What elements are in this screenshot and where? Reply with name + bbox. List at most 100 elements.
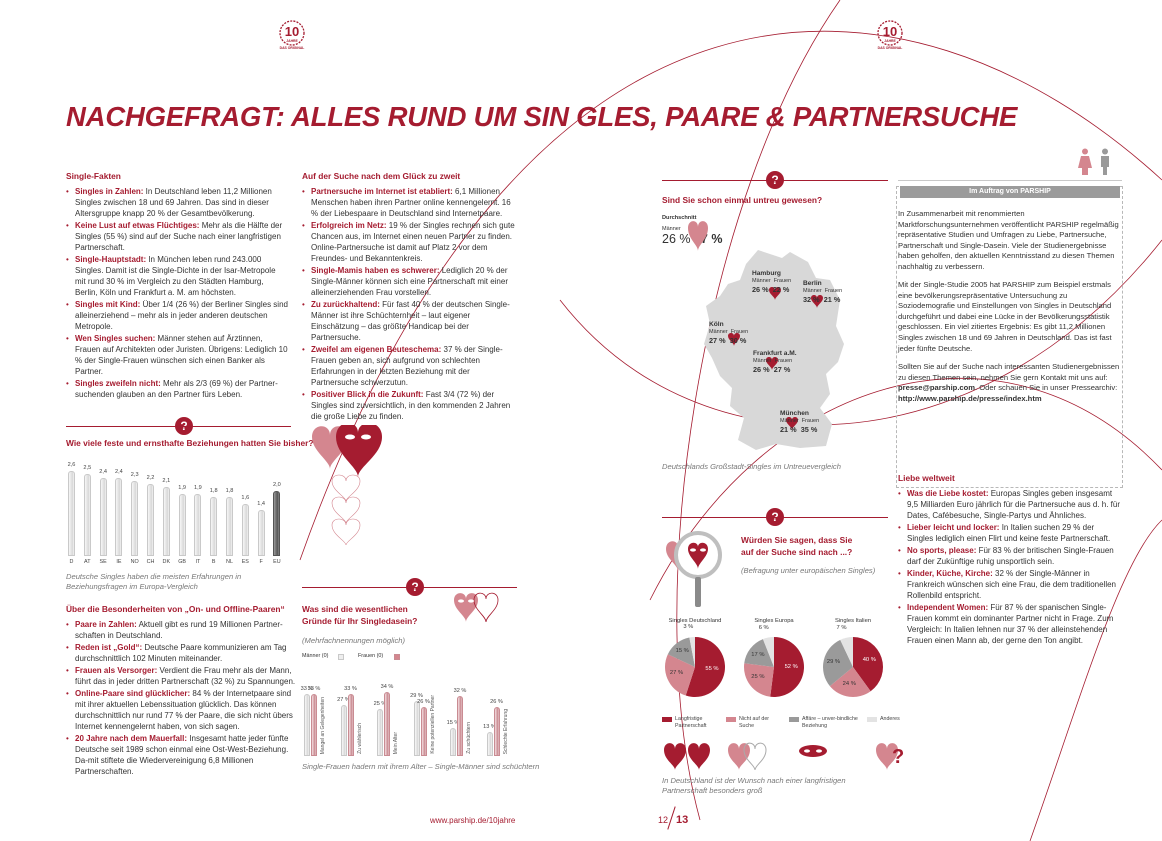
reasons-question: Was sind die wesentlichen Gründe für Ihr… (302, 604, 418, 626)
bar-women-1 (347, 693, 354, 756)
bar-value-label: 1,9 (178, 484, 186, 491)
pie-slice-label: 15 % (675, 648, 689, 655)
bar-men-0 (304, 693, 310, 756)
average-label: Durchschnitt (662, 215, 697, 221)
list-item: Kinder, Küche, Kirche: 32 % der Single-M… (898, 568, 1122, 601)
city-name: Köln (709, 321, 724, 328)
pie-slice-label: 27 % (669, 670, 684, 677)
parship-paragraph: Mit der Single-Studie 2005 hat PARSHIP z… (898, 280, 1112, 353)
pie-slice (667, 637, 695, 667)
city-berlin: Berlin Männer Frauen 32 % 21 % (803, 280, 842, 304)
section-rule (662, 180, 888, 181)
single-facts-section: Single-Fakten Singles in Zahlen: In Deut… (66, 171, 288, 401)
pie-slice (685, 637, 725, 697)
city-women-value: 35 % (800, 425, 818, 435)
list-item: Paare in Zahlen: Aktuell gibt es rund 19… (66, 619, 296, 641)
bar-category-label: NL (226, 559, 233, 565)
seal-subtext: DAS ORIGINAL (279, 46, 305, 50)
laurel-icon (877, 20, 903, 46)
page-title: NACHGEFRAGT: ALLES RUND UM SIN GLES, PAA… (66, 101, 1018, 132)
pie-slice-label: 52 % (784, 664, 798, 671)
parship-text: In Zusammenarbeit mit renommierten Markt… (898, 209, 1122, 404)
legend-heart-icons: ? (664, 742, 904, 771)
list-item: Single-Mamis haben es schwerer: Lediglic… (302, 265, 516, 298)
bar-category-label: ES (241, 559, 249, 565)
pie-chart (823, 637, 883, 697)
pie-slice (744, 663, 774, 697)
end-search-question: Würden Sie sagen, dass Sie auf der Suche… (741, 535, 853, 557)
seal-number: 10 (284, 24, 300, 39)
on-offline-section: Über die Besonderheiten von „On- und Off… (66, 604, 296, 778)
women-label: Frauen (773, 278, 792, 285)
city-name: Hamburg (752, 270, 781, 277)
bar-value-label: 26 % (417, 699, 430, 706)
seal-text: JAHRE (884, 39, 896, 43)
legend-label: Nicht auf der Suche (739, 716, 770, 729)
bar-no (131, 480, 139, 556)
search-luck-list: Partnersuche im Internet ist etabliert: … (302, 186, 516, 423)
pie-slice-label: 55 % (705, 665, 719, 672)
untreu-caption: Deutschlands Großstadt-Singles im Untreu… (662, 462, 841, 471)
pie-slice-label: 29 % (826, 658, 841, 665)
city-women-value: 30 % (729, 336, 747, 346)
section-rule (66, 426, 291, 427)
email-link[interactable]: presse@parship.com (898, 383, 976, 393)
bar-value-label: 1,4 (257, 501, 265, 508)
bar-value-label: 1,6 (241, 494, 250, 501)
bar-value-label: 32 % (453, 687, 467, 694)
footer-url[interactable]: www.parship.de/10jahre (430, 816, 516, 825)
on-offline-list: Paare in Zahlen: Aktuell gibt es rund 19… (66, 619, 296, 777)
bar-women-4 (457, 695, 463, 756)
legend-label: Langfristige Partnerschaft (675, 716, 707, 729)
city-name: Frankfurt a.M. (753, 350, 797, 357)
city-men-value: 27 % (709, 336, 726, 346)
bar-value-label: 29 % (410, 693, 423, 700)
pie-slice-label: 6 % (758, 624, 769, 631)
bar-men-5 (486, 731, 493, 756)
city-women-value: 22 % (772, 285, 790, 295)
bar-value-label: 2,0 (273, 481, 281, 488)
bar-men-1 (340, 705, 347, 756)
parship-paragraph: In Zusammenarbeit mit renommierten Markt… (898, 209, 1119, 271)
parship-box-title: Im Auftrag von PARSHIP (900, 186, 1120, 198)
pie-slice (853, 637, 883, 692)
page-number-right: 13 (676, 814, 689, 826)
bar-f (257, 510, 265, 556)
bar-value-label: 2,4 (115, 468, 123, 475)
pie-title: Singles Deutschland (668, 618, 722, 624)
bar-value-label: 27 % (337, 697, 350, 704)
pie-slice (770, 637, 804, 697)
reasons-legend: Männer (0) Frauen (0) (302, 653, 400, 660)
bar-value-label: 33 % (300, 685, 314, 692)
bar-women-0 (311, 693, 317, 756)
reasons-caption: Single-Frauen hadern mit ihrem Alter – S… (302, 762, 540, 771)
heart-icon (688, 221, 708, 251)
city-muenchen: München Männer Frauen 21 % 35 % (780, 410, 819, 434)
legend-label: Affäre – unver-bindliche Beziehung (802, 716, 858, 729)
end-search-subtitle: (Befragung unter europäischen Singles) (741, 566, 876, 575)
seal-subtext: DAS ORIGINAL (877, 46, 903, 50)
legend-men: Männer (0) (302, 653, 329, 659)
city-koeln: Köln Männer Frauen 27 % 30 % (709, 321, 748, 345)
bar-b (210, 497, 218, 556)
list-item: Single-Hauptstadt: In München leben rund… (66, 254, 288, 298)
list-item: Singles zweifeln nicht: Mehr als 2/3 (69… (66, 378, 288, 400)
bar-value-label: 33 % (344, 685, 357, 692)
average-men: 26 % (662, 231, 691, 246)
list-item: Frauen als Versorger: Verdient die Frau … (66, 665, 296, 687)
pie-slice (689, 637, 695, 667)
press-archive-link[interactable]: http://www.parship.de/presse/index.htm (898, 393, 1042, 403)
list-item: Zweifel am eigenen Beuteschema: 37 % der… (302, 344, 516, 388)
women-label: Frauen (730, 329, 749, 336)
bar-value-label: 34 % (380, 684, 394, 690)
pie-slice-label: 25 % (751, 674, 765, 681)
pie-chart (744, 637, 804, 697)
laurel-icon (279, 20, 305, 46)
pie-slice-label: 17 % (751, 651, 765, 658)
bar-men-2 (377, 708, 383, 756)
bar-category-label: AT (84, 559, 91, 565)
city-women-value: 21 % (823, 295, 841, 305)
bar-category-label: Zu wählerisch (356, 723, 363, 754)
legend-women: Frauen (0) (358, 653, 384, 659)
